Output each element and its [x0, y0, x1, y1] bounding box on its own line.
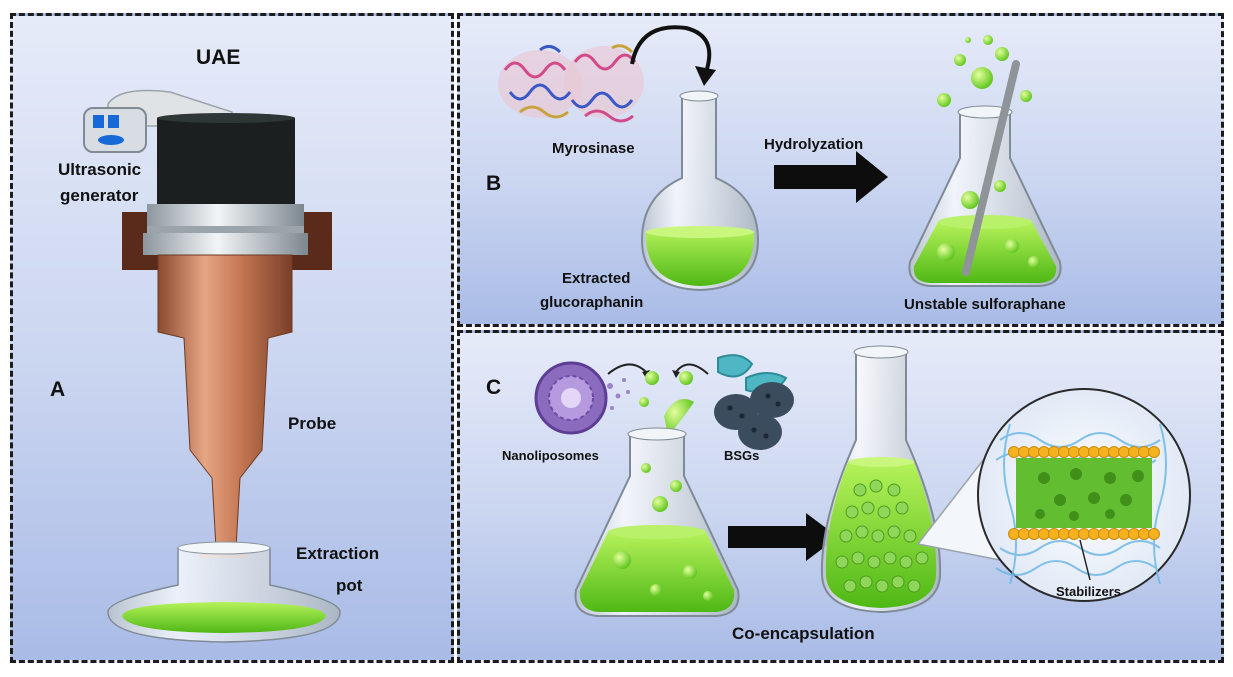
myrosinase-protein-icon: [498, 44, 644, 123]
ultrasonic-generator-label-line1: Ultrasonic: [58, 160, 142, 179]
lipid-head-bead: [1048, 446, 1060, 458]
lipid-head-bead: [1118, 446, 1130, 458]
bsg-particles-icon: [714, 354, 794, 450]
mixing-flask-icon: [574, 427, 740, 617]
panel-a-title: UAE: [196, 46, 241, 69]
nanoliposomes-label: Nanoliposomes: [502, 448, 599, 463]
co-encapsulation-label: Co-encapsulation: [732, 624, 875, 643]
myrosinase-label: Myrosinase: [552, 140, 635, 157]
rising-bubbles-icon: [937, 35, 1032, 209]
lipid-head-bead: [1068, 446, 1080, 458]
extracted-label-line1: Extracted: [562, 270, 631, 287]
lipid-head-bead: [1008, 528, 1020, 540]
lipid-head-bead: [1128, 446, 1140, 458]
ultrasonic-generator-label-line2: generator: [60, 186, 139, 205]
lipid-head-bead: [1038, 528, 1050, 540]
lipid-head-bead: [1098, 446, 1110, 458]
panel-b-letter: B: [486, 172, 502, 195]
ultrasonic-probe-horn: [157, 254, 293, 549]
probe-housing: [122, 113, 332, 270]
bsgs-label: BSGs: [724, 448, 760, 463]
nanoliposome-zoom-circle: [977, 388, 1191, 602]
lipid-head-bead: [1148, 446, 1160, 458]
lipid-head-bead: [1138, 446, 1150, 458]
lipid-head-bead: [1118, 528, 1130, 540]
panel-c-letter: C: [486, 376, 502, 399]
encapsulation-arrow-icon: [728, 513, 838, 561]
stabilizers-pointer: [1079, 539, 1091, 581]
nanoliposome-icon: [534, 361, 630, 435]
lipid-bilayer-beads: [1008, 446, 1160, 540]
extraction-pot-label-line1: Extraction: [296, 544, 380, 563]
panel-a-letter: A: [50, 378, 66, 401]
lipid-head-bead: [1058, 528, 1070, 540]
lipid-head-bead: [1018, 446, 1030, 458]
lipid-head-bead: [1058, 446, 1070, 458]
lipid-head-bead: [1078, 528, 1090, 540]
lipid-head-bead: [1048, 528, 1060, 540]
lipid-head-bead: [1088, 446, 1100, 458]
flask-with-sulforaphane-icon: [908, 60, 1062, 287]
lipid-head-bead: [1068, 528, 1080, 540]
lipid-head-bead: [1008, 446, 1020, 458]
lipid-head-bead: [1078, 446, 1090, 458]
lipid-head-bead: [1108, 528, 1120, 540]
hydrolyzation-arrow-icon: [774, 151, 888, 203]
stabilizers-label: Stabilizers: [1056, 584, 1122, 599]
lipid-head-bead: [1088, 528, 1100, 540]
lipid-head-bead: [1138, 528, 1150, 540]
round-bottom-flask-icon: [640, 90, 760, 292]
merge-arrows-icon: [607, 363, 709, 436]
probe-label: Probe: [288, 414, 337, 433]
extraction-pot: [107, 541, 341, 643]
lipid-head-bead: [1028, 528, 1040, 540]
lipid-head-bead: [1038, 446, 1050, 458]
unstable-sulforaphane-label: Unstable sulforaphane: [904, 296, 1066, 313]
lipid-head-bead: [1108, 446, 1120, 458]
lipid-head-bead: [1028, 446, 1040, 458]
curved-arrow-icon: [630, 25, 712, 73]
hydrolyzation-label: Hydrolyzation: [764, 136, 864, 153]
lipid-head-bead: [1128, 528, 1140, 540]
glucoraphanin-label-line2: glucoraphanin: [540, 294, 644, 311]
lipid-head-bead: [1148, 528, 1160, 540]
extraction-pot-label-line2: pot: [336, 576, 363, 595]
lipid-head-bead: [1098, 528, 1110, 540]
tall-flask-icon: [820, 345, 942, 614]
lipid-head-bead: [1018, 528, 1030, 540]
